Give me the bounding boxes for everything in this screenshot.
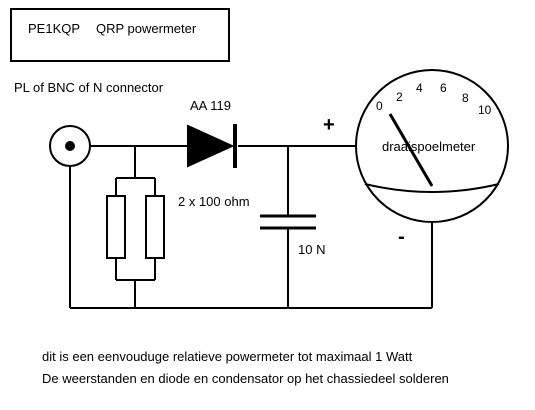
connector-label: PL of BNC of N connector	[14, 80, 164, 95]
meter-scale-0: 0	[376, 99, 383, 113]
connector-symbol	[49, 125, 91, 167]
title-name: QRP powermeter	[96, 21, 197, 36]
footer-line-1: dit is een eenvouduge relatieve powermet…	[42, 349, 413, 364]
capacitor-symbol	[260, 214, 316, 230]
meter-needle	[388, 113, 434, 187]
title-box	[10, 8, 230, 62]
footer-line-2: De weerstanden en diode en condensator o…	[42, 371, 449, 386]
meter-symbol	[355, 69, 509, 223]
meter-scale-10: 10	[478, 103, 492, 117]
meter-minus-label: -	[398, 226, 405, 248]
meter-label: draaispoelmeter	[382, 139, 476, 154]
resistors-label: 2 x 100 ohm	[178, 194, 250, 209]
title-callsign: PE1KQP	[28, 21, 80, 36]
resistor-right	[145, 195, 165, 259]
diode-symbol	[187, 124, 237, 168]
meter-scale-4: 4	[416, 81, 423, 95]
meter-scale-6: 6	[440, 81, 447, 95]
meter-scale-8: 8	[462, 91, 469, 105]
resistor-left	[106, 195, 126, 259]
capacitor-label: 10 N	[298, 242, 325, 257]
meter-plus-label: +	[323, 114, 335, 136]
circuit-wires	[69, 145, 433, 309]
meter-scale-2: 2	[396, 90, 403, 104]
diode-label: AA 119	[190, 98, 231, 113]
